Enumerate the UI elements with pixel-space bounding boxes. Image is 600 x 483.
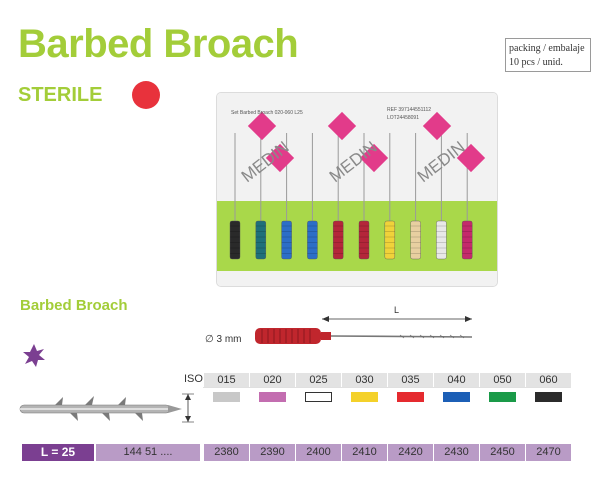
color-swatch [259, 392, 286, 402]
diameter-label: ∅ 3 mm [205, 334, 242, 345]
table-divider [203, 387, 570, 388]
product-code-cell: 2420 [388, 444, 433, 461]
product-code-cell: 2400 [296, 444, 341, 461]
product-code-cell: 2470 [526, 444, 571, 461]
color-swatch [443, 392, 470, 402]
iso-size-cell: 015 [204, 373, 249, 388]
star-icon [23, 344, 45, 367]
color-swatch [535, 392, 562, 402]
color-swatch [351, 392, 378, 402]
product-code-cell: 2430 [434, 444, 479, 461]
length-cell: L = 25 [22, 444, 94, 461]
broach-handle [358, 220, 370, 260]
color-swatch [489, 392, 516, 402]
photo-set-label: Set Barbed Broach 020-060 L25 [231, 110, 303, 116]
iso-label: ISO [184, 373, 203, 385]
broach-diagram [19, 316, 473, 423]
packing-box: packing / embalaje 10 pcs / unid. [505, 38, 591, 72]
sterile-row: STERILE [18, 81, 161, 109]
length-label: L [394, 305, 400, 315]
packing-line-1: packing / embalaje [509, 43, 585, 54]
broach-handle [307, 220, 318, 260]
iso-size-cell: 020 [250, 373, 295, 388]
sterile-dot-icon [132, 81, 161, 109]
iso-size-cell: 040 [434, 373, 479, 388]
color-swatch [305, 392, 332, 402]
page-title: Barbed Broach [18, 22, 299, 66]
iso-size-cell: 030 [342, 373, 387, 388]
sterile-label: STERILE [18, 83, 103, 106]
broach-handle [461, 220, 473, 260]
product-code-cell: 2390 [250, 444, 295, 461]
broach-handle [410, 220, 421, 260]
photo-ref-label: REF 397144551112 [387, 107, 432, 113]
section-subtitle: Barbed Broach [20, 297, 128, 314]
photo-lot-label: LOT24458091 [387, 115, 419, 121]
product-code-cell: 2410 [342, 444, 387, 461]
broach-handle [229, 220, 241, 260]
broach-handle [255, 220, 266, 260]
iso-size-cell: 025 [296, 373, 341, 388]
broach-handle [281, 220, 292, 260]
product-code-cell: 2450 [480, 444, 525, 461]
color-swatch [213, 392, 240, 402]
color-swatch [397, 392, 424, 402]
broach-handle [332, 220, 344, 260]
broach-handle [384, 220, 396, 260]
packing-line-2: 10 pcs / unid. [509, 57, 563, 68]
handle-icon [255, 328, 321, 344]
product-code-cell: 2380 [204, 444, 249, 461]
shaft [330, 335, 473, 338]
broach-handle [436, 220, 447, 260]
iso-size-cell: 050 [480, 373, 525, 388]
ref-prefix-cell: 144 51 .... [96, 444, 200, 461]
iso-size-cell: 035 [388, 373, 433, 388]
iso-size-cell: 060 [526, 373, 571, 388]
